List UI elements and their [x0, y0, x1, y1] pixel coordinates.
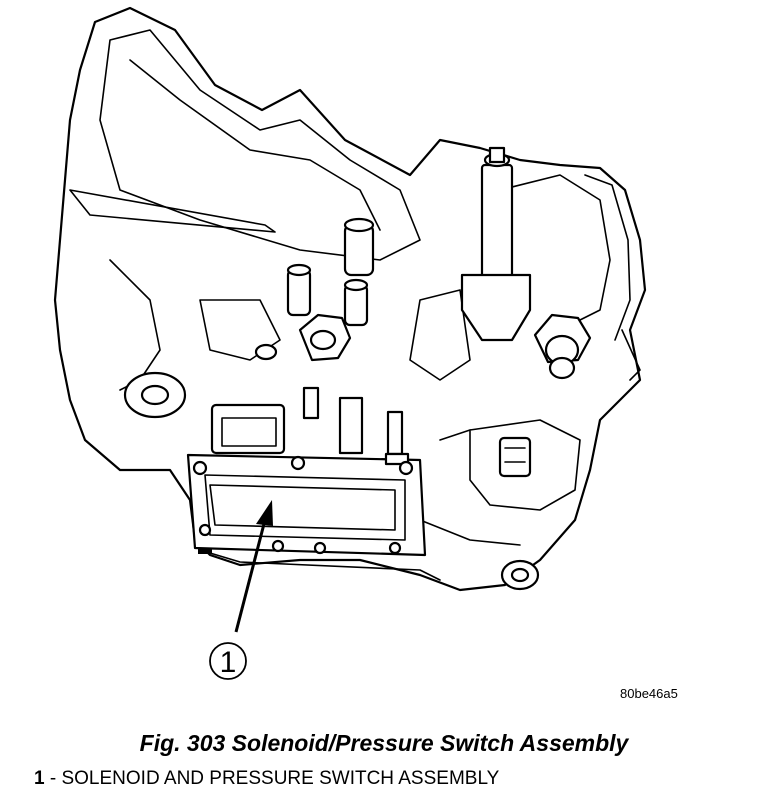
legend-item-label: SOLENOID AND PRESSURE SWITCH ASSEMBLY [61, 768, 500, 789]
callout-1: 1 [209, 642, 247, 680]
case-rib-fin [69, 189, 276, 233]
mounting-boss-left [123, 371, 187, 419]
hex-nut-right [533, 313, 592, 380]
case-rib-upper [99, 29, 421, 261]
cooler-fittings [286, 217, 375, 327]
shift-shaft [460, 146, 532, 342]
mounting-boss-right [500, 559, 540, 591]
transaxle-illustration: 1 [53, 6, 647, 680]
figure-caption: Fig. 303 Solenoid/Pressure Switch Assemb… [139, 730, 629, 756]
legend-item-number: 1 [34, 768, 45, 789]
speed-sensor-connector [498, 436, 532, 478]
solenoid-pressure-switch-assembly [186, 386, 427, 557]
case-rib-inner [129, 59, 381, 231]
legend-list: 1 - SOLENOID AND PRESSURE SWITCH ASSEMBL… [34, 768, 499, 790]
figure-reference-code: 80be46a5 [620, 686, 678, 701]
callout-1-number: 1 [220, 646, 237, 679]
legend-item-separator: - [44, 768, 62, 789]
callout-arrow [234, 500, 273, 633]
hex-nut-left [298, 313, 352, 362]
